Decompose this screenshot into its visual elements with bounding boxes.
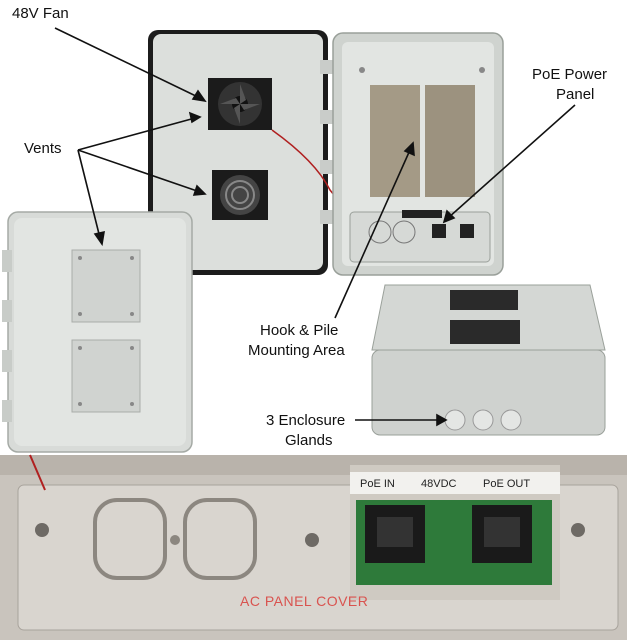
- vdc-label: 48VDC: [421, 478, 457, 490]
- enclosure-side-view: [371, 284, 606, 436]
- glands-label-line1: 3 Enclosure: [266, 412, 346, 429]
- poe-power-label-line1: PoE Power: [532, 66, 608, 83]
- fan-label: 48V Fan: [12, 5, 69, 22]
- vents-label: Vents: [24, 140, 62, 157]
- poe-out-label: PoE OUT: [483, 478, 531, 490]
- vent-icon: [212, 170, 268, 220]
- hook-pile-label-line1: Hook & Pile: [260, 322, 339, 339]
- hook-pile-label-line2: Mounting Area: [248, 342, 345, 359]
- fan-icon: [208, 78, 272, 130]
- poe-in-label: PoE IN: [360, 478, 395, 490]
- callout-arrows: [54, 27, 576, 427]
- enclosure-door: [148, 30, 334, 275]
- closed-enclosure: [2, 211, 193, 453]
- ac-panel-cover-label: AC PANEL COVER: [240, 593, 369, 609]
- glands-label-line2: Glands: [285, 432, 333, 449]
- enclosure-body: [332, 32, 504, 276]
- ac-panel-closeup: [0, 454, 627, 640]
- poe-power-label-line2: Panel: [556, 86, 595, 103]
